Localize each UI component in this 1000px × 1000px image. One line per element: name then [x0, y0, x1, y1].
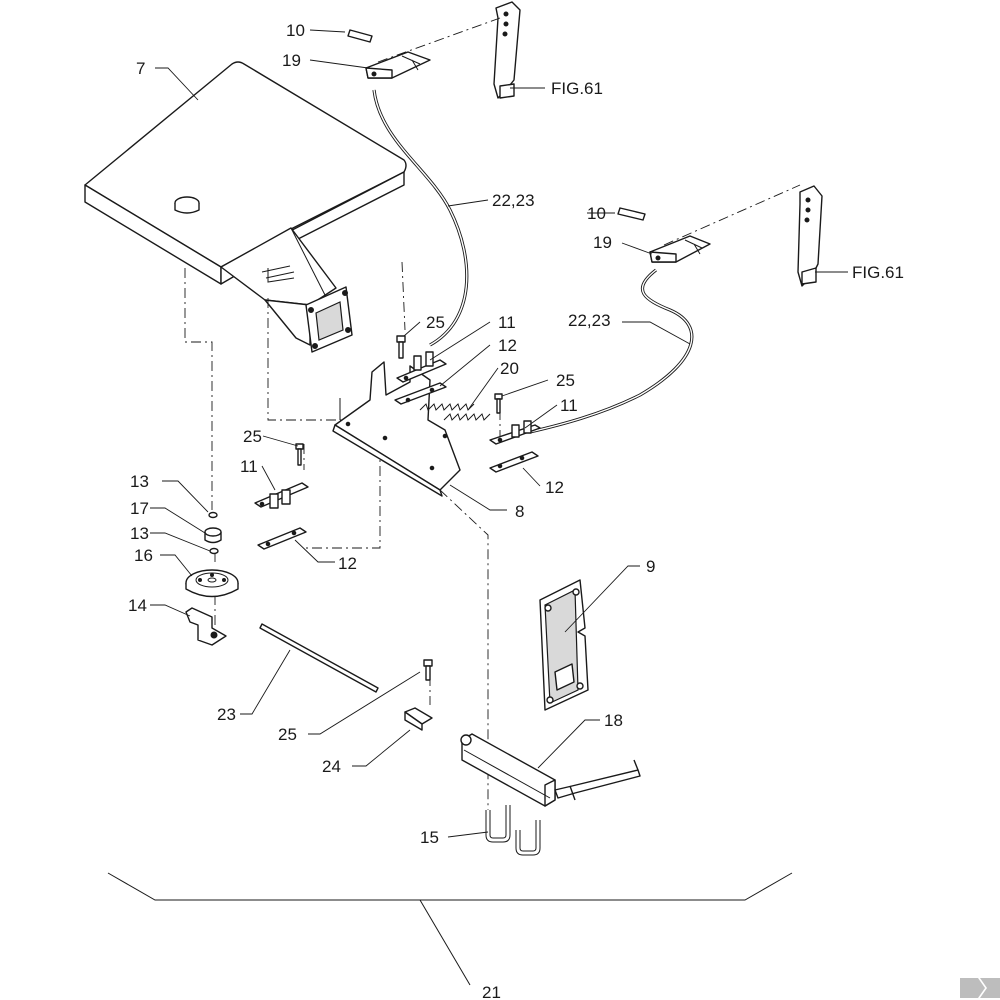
part-8-base-plate[interactable]: [332, 361, 461, 497]
washer-13-top[interactable]: [208, 511, 218, 519]
label-12-left: 12: [338, 554, 357, 573]
label-15: 15: [420, 828, 439, 847]
label-10-mid: 10: [587, 204, 606, 223]
spring-20[interactable]: [419, 403, 491, 421]
label-11-right: 11: [560, 396, 578, 415]
bracket-14[interactable]: [185, 607, 227, 646]
label-22-23-top: 22,23: [492, 191, 535, 210]
bushing-17[interactable]: [204, 527, 222, 544]
clamp-11-right[interactable]: [489, 420, 541, 445]
washer-13-bottom[interactable]: [209, 547, 219, 555]
label-12-upper: 12: [498, 336, 517, 355]
label-18: 18: [604, 711, 623, 730]
fitting-24[interactable]: [404, 707, 433, 731]
label-17: 17: [130, 499, 149, 518]
bolt-25-right[interactable]: [494, 393, 503, 414]
label-11-left: 11: [240, 457, 258, 476]
cable-22-23-mid[interactable]: [529, 268, 694, 434]
pulley-16[interactable]: [185, 569, 239, 598]
label-25-lower: 25: [278, 725, 297, 744]
bolt-25-lower[interactable]: [423, 659, 433, 681]
label-16: 16: [134, 546, 153, 565]
label-25-upper: 25: [426, 313, 445, 332]
clevis-19-top[interactable]: [365, 51, 431, 79]
label-7: 7: [136, 59, 145, 78]
label-20: 20: [500, 359, 519, 378]
clevis-19-mid[interactable]: [649, 235, 711, 263]
plate-12-left[interactable]: [257, 527, 307, 550]
label-24: 24: [322, 757, 341, 776]
k-logo-icon: [960, 978, 1000, 998]
part-9-mounting-plate[interactable]: [539, 579, 589, 711]
label-19-top: 19: [282, 51, 301, 70]
bolt-25-upper[interactable]: [396, 335, 406, 359]
label-14: 14: [128, 596, 147, 615]
label-13-top: 13: [130, 472, 149, 491]
plate-12-right[interactable]: [489, 451, 539, 473]
label-22-23-mid: 22,23: [568, 311, 611, 330]
u-bolt-15[interactable]: [485, 805, 541, 856]
label-11-upper: 11: [498, 313, 516, 332]
label-9: 9: [646, 557, 655, 576]
rod-23[interactable]: [259, 623, 379, 693]
clamp-11-upper[interactable]: [396, 351, 447, 383]
label-13-bottom: 13: [130, 524, 149, 543]
label-19-mid: 19: [593, 233, 612, 252]
plate-12-upper[interactable]: [394, 382, 447, 405]
label-23: 23: [217, 705, 236, 724]
leader-lines: [150, 29, 848, 838]
label-21: 21: [482, 983, 501, 1000]
part-labels: 7 10 19 FIG.61 22,23 10 19 FIG.61 22,23 …: [128, 21, 904, 1000]
label-fig61-top: FIG.61: [551, 79, 603, 98]
cable-22-23-top[interactable]: [372, 89, 469, 347]
label-8: 8: [515, 502, 524, 521]
lever-arm-top[interactable]: [493, 1, 521, 99]
label-12-right: 12: [545, 478, 564, 497]
bolt-25-left[interactable]: [295, 443, 304, 466]
label-fig61-mid: FIG.61: [852, 263, 904, 282]
crank-jack-18[interactable]: [460, 733, 641, 807]
pin-10-mid[interactable]: [617, 207, 646, 221]
label-25-right: 25: [556, 371, 575, 390]
clamp-11-left[interactable]: [254, 482, 309, 509]
pin-10-top[interactable]: [347, 29, 373, 43]
group-bracket-21: [107, 872, 793, 986]
part-7-cover[interactable]: [84, 61, 407, 353]
label-10-top: 10: [286, 21, 305, 40]
lever-arm-mid[interactable]: [797, 185, 823, 287]
label-25-left: 25: [243, 427, 262, 446]
